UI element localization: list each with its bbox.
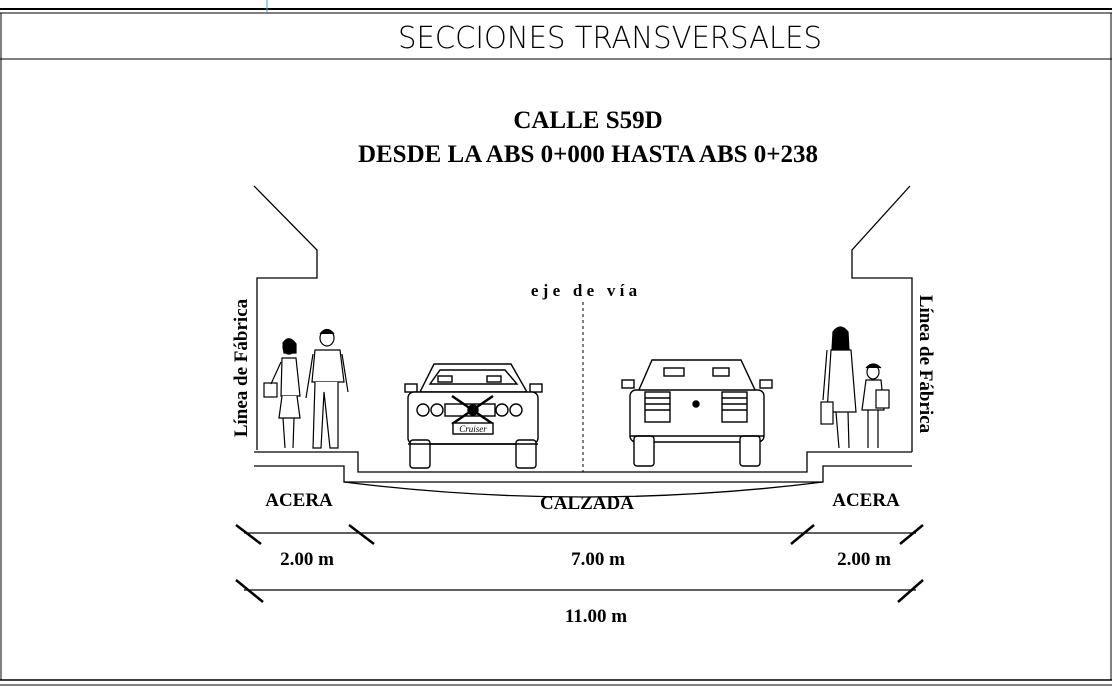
- roadway-label: CALZADA: [540, 493, 634, 514]
- sheet-frame: [0, 8, 1112, 686]
- tick-sidewalk-left-end: [348, 524, 375, 545]
- road-profile: [253, 185, 913, 498]
- abscissa-range: DESDE LA ABS 0+000 HASTA ABS 0+238: [358, 141, 818, 168]
- building-line-left-label: Línea de Fábrica: [231, 298, 252, 437]
- left-building-outline: [253, 185, 318, 450]
- tick-total-left: [235, 579, 264, 603]
- right-building-outline: [851, 185, 913, 452]
- dimension-sidewalk-left: 2.00 m: [280, 549, 334, 570]
- building-line-right-label: Línea de Fábrica: [915, 295, 936, 434]
- car-front-view: [404, 363, 543, 469]
- dimension-roadway: 7.00 m: [571, 549, 625, 570]
- pedestrian-man-left: [305, 328, 349, 449]
- tick-right: [899, 524, 924, 545]
- car-rear-view: [621, 359, 773, 467]
- pedestrian-woman-right: [820, 326, 857, 449]
- license-plate-text: Cruiser: [459, 424, 487, 434]
- tick-left: [235, 524, 262, 545]
- sidewalk-right-label: ACERA: [832, 490, 900, 511]
- sidewalk-left-label: ACERA: [265, 490, 333, 511]
- dimension-lines: [235, 524, 924, 603]
- street-name: CALLE S59D: [513, 107, 662, 134]
- sheet-header-title: SECCIONES TRANSVERSALES: [398, 21, 822, 56]
- dimension-sidewalk-right: 2.00 m: [837, 549, 891, 570]
- road-axis-label: e j e d e v í a: [531, 281, 638, 300]
- tick-sidewalk-right-start: [790, 524, 815, 545]
- dimension-total: 11.00 m: [565, 606, 627, 627]
- pavement-crown: [343, 481, 824, 498]
- pedestrian-child-right: [861, 363, 890, 448]
- sidewalk-edge-line: [254, 465, 912, 483]
- pedestrian-woman-left: [263, 338, 301, 449]
- tick-total-right: [897, 579, 924, 603]
